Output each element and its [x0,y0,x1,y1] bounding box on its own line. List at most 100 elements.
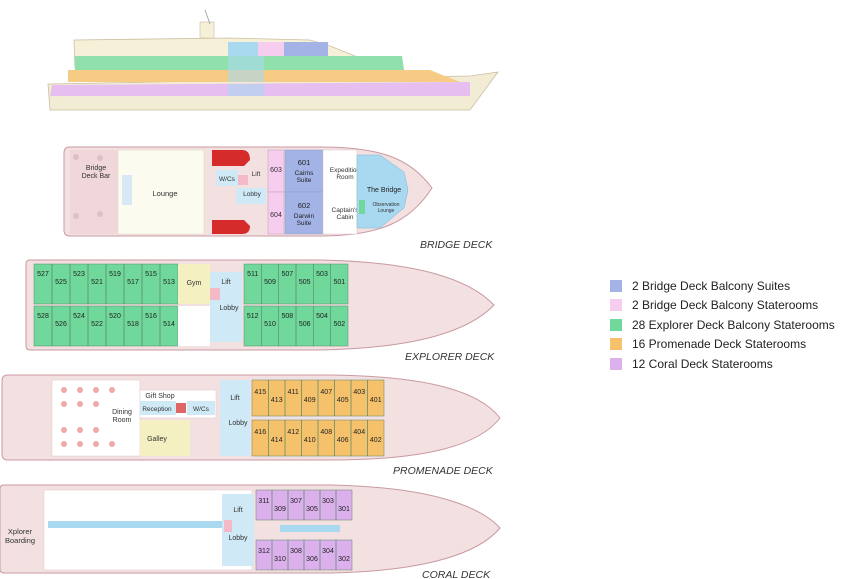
cabin-410-number: 410 [304,437,316,444]
cabin-504-number: 504 [316,313,328,320]
cabin-413-number: 413 [271,397,283,404]
cabin-310-number: 310 [274,556,286,563]
cabin-407-number: 407 [320,389,332,396]
legend-swatch [610,299,622,312]
legend-item: 12 Coral Deck Staterooms [610,354,835,374]
cabin-402-cell [367,419,385,457]
legend-item: 2 Bridge Deck Balcony Staterooms [610,296,835,316]
cabin-501-cell [330,263,349,305]
expedition-room-line1: Expedition [330,167,361,174]
cabin-408-number: 408 [320,429,332,436]
reception-label: Reception [142,406,172,413]
cabin-402-number: 402 [370,437,382,444]
galley-label: Galley [147,436,167,443]
bridge-deck-bar-area [70,150,118,234]
legend-swatch [610,318,622,331]
cabin-510-number: 510 [264,321,276,328]
cabin-414-number: 414 [271,437,283,444]
cabin-508-number: 508 [281,313,293,320]
cabin-518-number: 518 [127,321,139,328]
cabin-302-number: 302 [338,556,350,563]
dining-room-line1: Dining [112,409,132,416]
cabin-506-number: 506 [299,321,311,328]
cabin-501-number: 501 [333,279,345,286]
cabin-311-number: 311 [258,498,269,505]
cabin-409-number: 409 [304,397,316,404]
cabin-304-number: 304 [322,548,334,555]
cabin-404-number: 404 [353,429,365,436]
tender-boat-starboard [212,220,250,234]
cabin-524-number: 524 [73,313,85,320]
wcs-label: W/Cs [219,176,236,183]
cabin-502-cell [330,305,349,347]
cabin-416-number: 416 [254,429,266,436]
cabin-509-number: 509 [264,279,276,286]
cabin-526-number: 526 [55,321,67,328]
xplorer-boarding-line1: Xplorer [8,527,33,536]
cabin-411-number: 411 [288,389,299,396]
captains-cabin-line1: Captain's [332,207,360,214]
cabin-309-number: 309 [274,506,286,513]
cabin-307-number: 307 [290,498,302,505]
cabin-523-number: 523 [73,271,85,278]
cabin-401-cell [367,379,385,417]
promenade-cabins: 4154134114094074054034014164144124104084… [251,379,385,457]
cabin-503-number: 503 [316,271,328,278]
lobby-label: Lobby [219,305,239,312]
explorer-deck-title: EXPLORER DECK [405,351,495,363]
cabin-405-number: 405 [337,397,349,404]
cairns-suite-line2: Suite [297,177,312,184]
ship-side-profile [47,9,499,111]
cabin-308-number: 308 [290,548,302,555]
explorer-deck: 5275255235215195175155135115095075055035… [25,259,495,351]
cabin-513-number: 513 [163,279,175,286]
lobby-label: Lobby [228,420,248,427]
cabin-305-number: 305 [306,506,318,513]
cabin-512-number: 512 [247,313,259,320]
cairns-suite-line1: Cairns [295,170,315,177]
cabin-602-label: 602 [298,201,311,210]
cabin-520-number: 520 [109,313,121,320]
bridge-deck-bar-line2: Deck Bar [82,173,111,180]
cabin-522-number: 522 [91,321,103,328]
darwin-suite-line2: Suite [297,220,312,227]
gift-shop-label: Gift Shop [145,393,174,400]
cabin-601-label: 601 [298,158,311,167]
cabin-502-number: 502 [333,321,345,328]
cabin-521-number: 521 [91,279,103,286]
cabin-507-number: 507 [281,271,293,278]
legend-label: 12 Coral Deck Staterooms [632,356,773,371]
cabin-412-number: 412 [287,429,299,436]
cabin-527-number: 527 [37,271,49,278]
cabin-301-cell [335,489,353,521]
cabin-306-number: 306 [306,556,318,563]
gym-label: Gym [187,280,202,287]
the-bridge-label: The Bridge [367,187,401,194]
legend-swatch [610,357,622,370]
cabin-515-number: 515 [145,271,157,278]
legend-label: 16 Promenade Deck Staterooms [632,337,807,352]
legend-item: 2 Bridge Deck Balcony Suites [610,276,835,296]
cabin-312-number: 312 [258,548,270,555]
legend-swatch [610,338,622,351]
bridge-deck-bar-line1: Bridge [86,165,106,172]
cabin-519-number: 519 [109,271,121,278]
coral-deck-title: CORAL DECK [422,569,491,579]
cabin-516-number: 516 [145,313,157,320]
cabin-514-number: 514 [163,321,175,328]
cabin-603-label: 603 [270,167,282,174]
observation-lounge-line1: Observation [373,202,400,208]
cabin-517-number: 517 [127,279,139,286]
cabin-511-number: 511 [247,271,258,278]
darwin-suite-line1: Darwin [294,213,315,220]
tender-boat-port [212,150,250,166]
legend-label: 28 Explorer Deck Balcony Staterooms [632,317,835,332]
explorer-cabins: 5275255235215195175155135115095075055035… [33,263,349,347]
